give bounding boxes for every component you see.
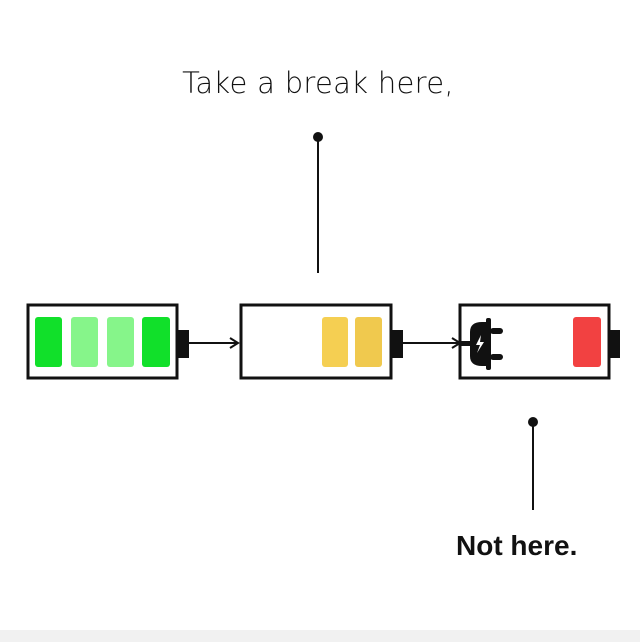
arrow-2 [403, 337, 462, 349]
battery-low [458, 303, 620, 380]
bottom-caption: Not here. [456, 530, 578, 561]
charge-bar [107, 317, 134, 367]
charge-bar [35, 317, 62, 367]
top-pointer [313, 132, 323, 273]
battery-terminal [177, 330, 189, 358]
battery-terminal [391, 330, 403, 358]
top-caption: Take a break here, [182, 66, 454, 100]
battery-half [239, 303, 403, 380]
charge-bar [573, 317, 601, 367]
charge-bar [355, 317, 382, 367]
battery-full [26, 303, 189, 380]
footer-strip [0, 630, 640, 642]
bottom-pointer [528, 417, 538, 510]
arrow-1 [189, 337, 240, 349]
charge-bar [142, 317, 170, 367]
charge-bar [71, 317, 98, 367]
plug-icon [460, 318, 503, 370]
charge-bar [322, 317, 348, 367]
battery-terminal [609, 330, 620, 358]
